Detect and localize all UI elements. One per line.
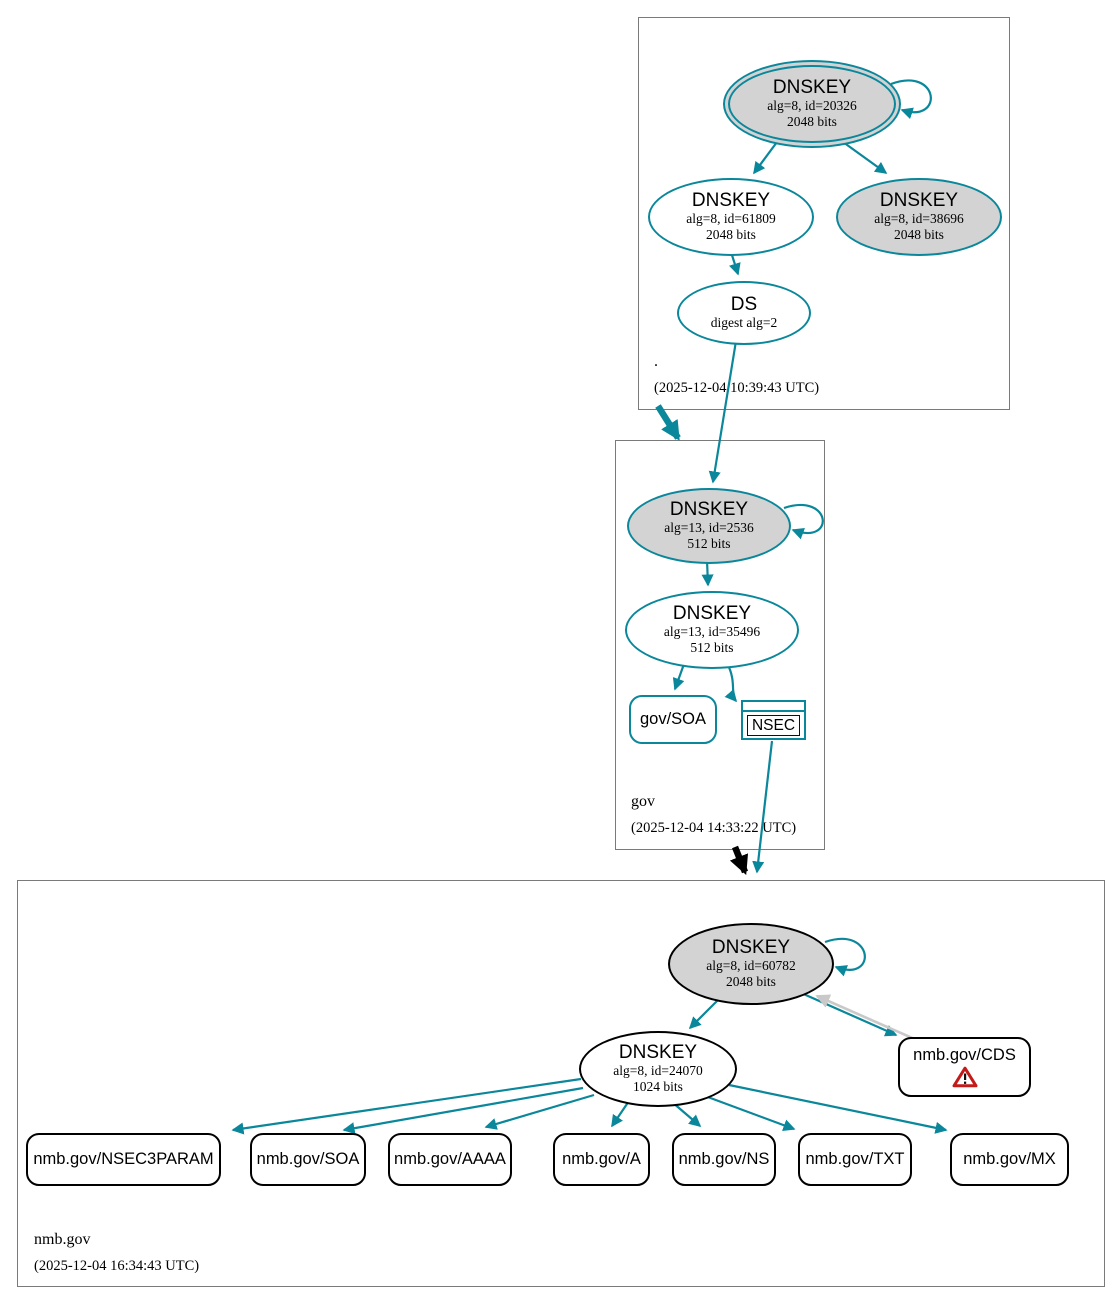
root-zsk-dnskey-node[interactable]: DNSKEY alg=8, id=61809 2048 bits [648,178,814,256]
gov-zsk-dnskey-node[interactable]: DNSKEY alg=13, id=35496 512 bits [625,591,799,669]
nsec-header-band [743,702,804,712]
nsec-label: NSEC [747,715,800,736]
node-detail: 512 bits [690,639,734,655]
node-title: DS [730,294,758,316]
root-standby-dnskey-node[interactable]: DNSKEY alg=8, id=38696 2048 bits [836,178,1002,256]
nmb-gov-ksk-dnskey-node[interactable]: DNSKEY alg=8, id=60782 2048 bits [668,923,834,1005]
rrset-label: nmb.gov/TXT [805,1150,905,1168]
node-title: DNSKEY [772,77,852,99]
zone-timestamp-gov: (2025-12-04 14:33:22 UTC) [631,820,797,836]
node-title: DNSKEY [711,937,791,959]
rrset-label: nmb.gov/SOA [256,1150,360,1168]
node-detail: alg=8, id=61809 [686,211,776,227]
nmb-gov-zsk-dnskey-node[interactable]: DNSKEY alg=8, id=24070 1024 bits [579,1031,737,1107]
nmb-gov-mx-rrset-node[interactable]: nmb.gov/MX [950,1133,1069,1186]
node-detail: 2048 bits [706,226,756,242]
node-title: DNSKEY [669,499,749,521]
gov-nsec-node[interactable]: NSEC [741,700,806,740]
node-title: DNSKEY [879,190,959,212]
node-title: DNSKEY [672,603,752,625]
gov-ds-node[interactable]: DS digest alg=2 [677,281,811,345]
nmb-gov-nsec3param-rrset-node[interactable]: nmb.gov/NSEC3PARAM [26,1133,221,1186]
rrset-label: nmb.gov/NS [678,1150,770,1168]
zone-label-nmb-gov: nmb.gov [34,1231,91,1248]
node-detail: alg=13, id=35496 [663,624,761,640]
node-detail: 1024 bits [633,1078,683,1094]
node-title: DNSKEY [691,190,771,212]
nmb-gov-aaaa-rrset-node[interactable]: nmb.gov/AAAA [388,1133,512,1186]
node-detail: alg=8, id=38696 [874,211,964,227]
zone-box-root [638,17,1010,410]
node-detail: 2048 bits [787,113,837,129]
nmb-gov-cds-node[interactable]: nmb.gov/CDS [898,1037,1031,1097]
nmb-gov-soa-rrset-node[interactable]: nmb.gov/SOA [250,1133,366,1186]
node-detail: alg=13, id=2536 [664,520,754,536]
rrset-label: gov/SOA [639,710,707,728]
node-detail: alg=8, id=60782 [706,958,796,974]
node-title: DNSKEY [618,1042,698,1064]
node-detail: 2048 bits [894,226,944,242]
rrset-label: nmb.gov/AAAA [394,1150,506,1168]
node-detail: digest alg=2 [710,315,778,330]
node-detail: alg=8, id=24070 [613,1063,703,1079]
nmb-gov-txt-rrset-node[interactable]: nmb.gov/TXT [798,1133,912,1186]
zone-timestamp-root: (2025-12-04 10:39:43 UTC) [654,380,820,396]
rrset-label: nmb.gov/MX [963,1150,1056,1168]
node-detail: 2048 bits [726,973,776,989]
rrset-label: nmb.gov/A [562,1150,641,1168]
node-detail: alg=8, id=20326 [767,98,857,114]
root-ksk-dnskey-node[interactable]: DNSKEY alg=8, id=20326 2048 bits [723,60,901,148]
zone-timestamp-nmb-gov: (2025-12-04 16:34:43 UTC) [34,1258,200,1274]
warning-icon [952,1066,977,1088]
gov-soa-rrset-node[interactable]: gov/SOA [629,695,717,744]
nmb-gov-ns-rrset-node[interactable]: nmb.gov/NS [672,1133,776,1186]
zone-label-root: . [654,353,658,370]
node-detail: 512 bits [687,535,731,551]
rrset-label: nmb.gov/CDS [913,1046,1016,1064]
zone-box-nmb-gov [17,880,1105,1287]
nmb-gov-a-rrset-node[interactable]: nmb.gov/A [553,1133,650,1186]
rrset-label: nmb.gov/NSEC3PARAM [33,1150,214,1168]
zone-label-gov: gov [631,793,655,810]
gov-ksk-dnskey-node[interactable]: DNSKEY alg=13, id=2536 512 bits [627,488,791,564]
